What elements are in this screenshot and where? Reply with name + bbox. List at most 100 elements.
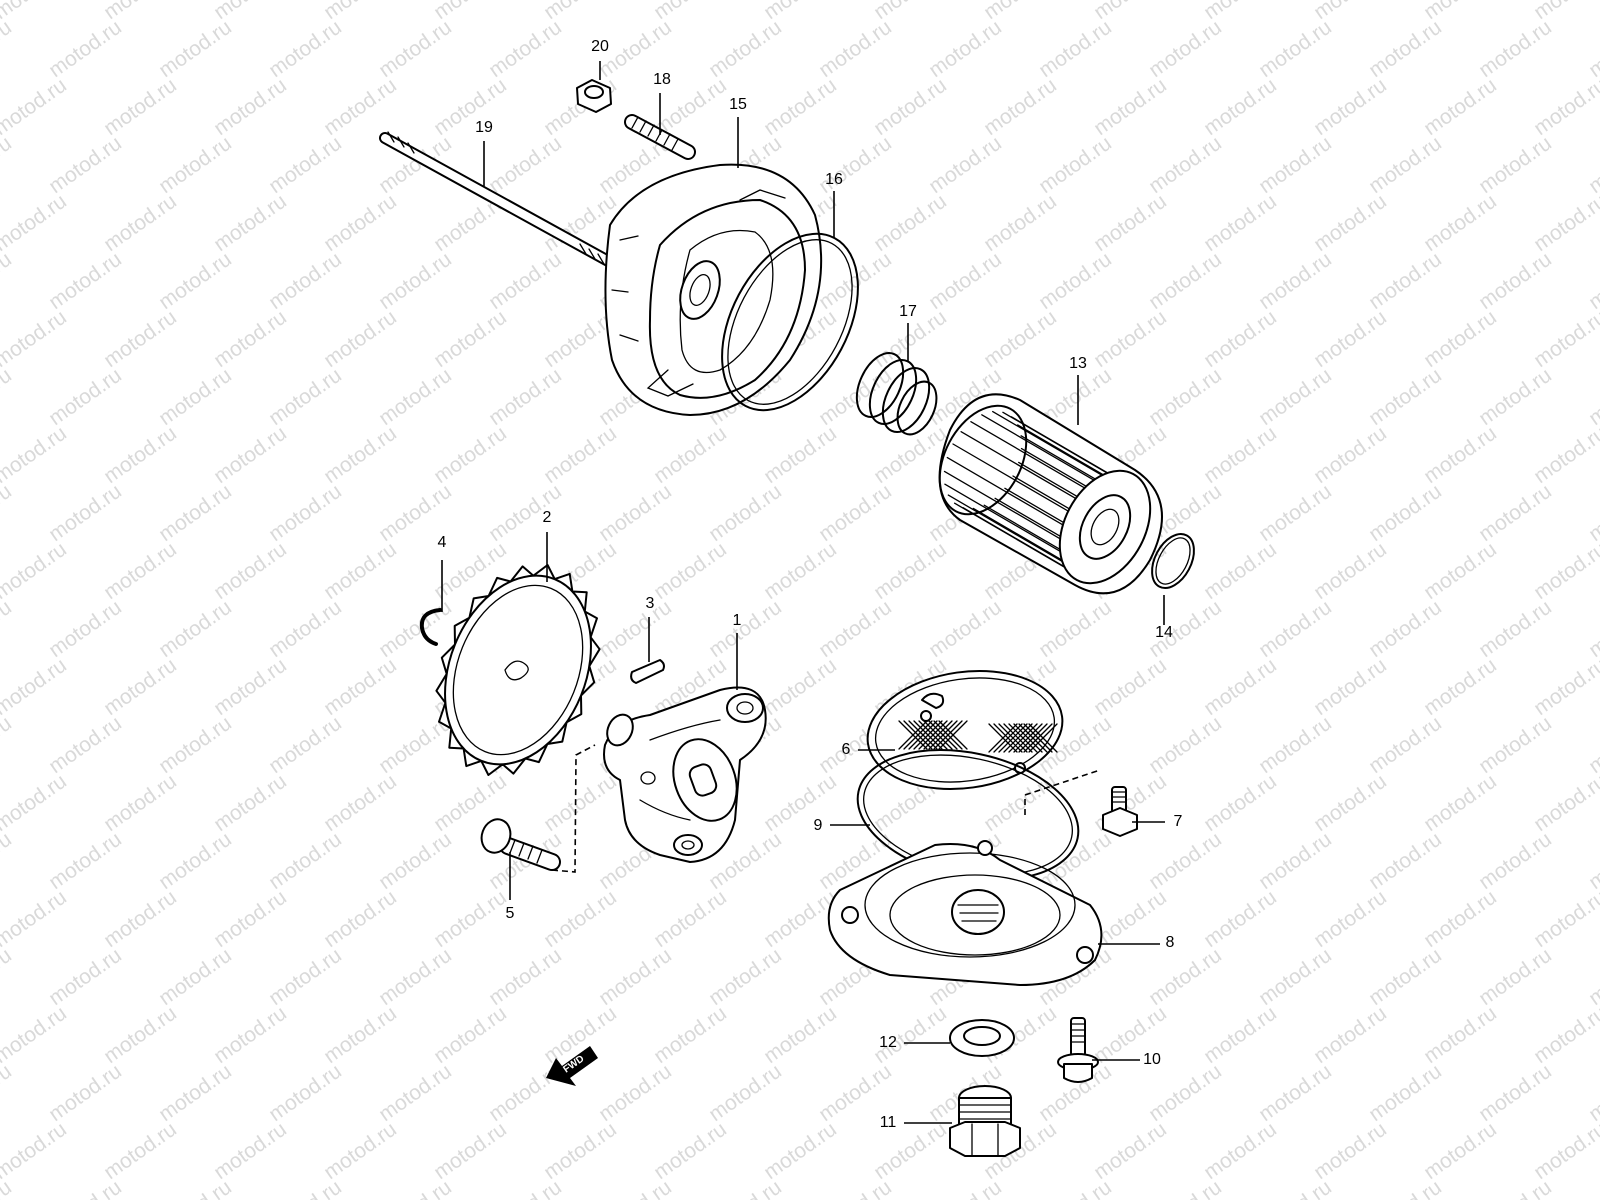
watermark-text: motod.ru [1035,248,1116,314]
watermark-text: motod.ru [430,422,511,488]
watermark-text: motod.ru [1255,1176,1336,1200]
watermark-text: motod.ru [1090,654,1171,720]
watermark-text: motod.ru [100,654,181,720]
watermark-text: motod.ru [485,364,566,430]
watermark-text: motod.ru [540,770,621,836]
watermark-text: motod.ru [595,480,676,546]
watermark-text: motod.ru [0,16,16,82]
watermark-text: motod.ru [1200,886,1281,952]
watermark-text: motod.ru [980,190,1061,256]
watermark-text: motod.ru [1585,16,1600,82]
watermark-text: motod.ru [155,1176,236,1200]
watermark-text: motod.ru [1530,770,1600,836]
watermark-text: motod.ru [1255,364,1336,430]
watermark-text: motod.ru [1585,828,1600,894]
watermark-text: motod.ru [1365,944,1446,1010]
watermark-text: motod.ru [1255,712,1336,778]
part-15-filter-cover [604,163,823,416]
callout-4: 4 [438,534,447,551]
watermark-text: motod.ru [375,1060,456,1126]
watermark-text: motod.ru [705,1176,786,1200]
filter-pleat [970,421,1087,490]
watermark-text: motod.ru [1090,306,1171,372]
watermark-text: motod.ru [815,248,896,314]
watermark-text: motod.ru [155,480,236,546]
watermark-text: motod.ru [210,886,291,952]
watermark-text: motod.ru [1530,1118,1600,1184]
watermark-text: motod.ru [870,538,951,604]
watermark-text: motod.ru [100,1118,181,1184]
watermark-text: motod.ru [320,306,401,372]
filter-pleat [944,483,1061,552]
watermark-text: motod.ru [650,886,731,952]
callout-7: 7 [1174,813,1183,830]
watermark-text: motod.ru [45,596,126,662]
watermark-text: motod.ru [265,712,346,778]
filter-pleat [992,410,1109,480]
watermark-text: motod.ru [210,74,291,140]
watermark-text: motod.ru [925,1176,1006,1200]
mesh-line [898,720,928,750]
watermark-text: motod.ru [1255,1060,1336,1126]
watermark-text: motod.ru [1200,1118,1281,1184]
callout-13: 13 [1069,355,1087,372]
watermark-text: motod.ru [100,886,181,952]
filter-pleat [947,494,1064,563]
watermark-text: motod.ru [210,1002,291,1068]
mesh-line [1008,723,1038,753]
watermark-text: motod.ru [430,1002,511,1068]
watermark-text: motod.ru [100,422,181,488]
watermark-text: motod.ru [0,886,71,952]
watermark-text: motod.ru [1365,248,1446,314]
mesh-line [908,720,938,750]
watermark-text: motod.ru [540,422,621,488]
watermark-text: motod.ru [1530,1002,1600,1068]
leader-lines [441,61,1165,1124]
part-17-spring [855,352,938,436]
watermark-text: motod.ru [1090,74,1171,140]
watermark-text: motod.ru [265,364,346,430]
watermark-text: motod.ru [0,480,16,546]
watermark-text: motod.ru [375,828,456,894]
watermark-text: motod.ru [0,1060,16,1126]
watermark-text: motod.ru [1420,538,1501,604]
watermark-text: motod.ru [1420,190,1501,256]
watermark-text: motod.ru [760,654,841,720]
watermark-text: motod.ru [375,1176,456,1200]
part-19-long-stud [379,131,616,268]
part-6-oil-strainer [866,669,1064,791]
part-13-oil-filter [938,393,1163,595]
watermark-text: motod.ru [1475,480,1556,546]
callout-17: 17 [899,303,917,320]
watermark-text: motod.ru [595,596,676,662]
filter-pleat [953,502,1071,571]
callout-11: 11 [880,1114,897,1131]
watermark-text: motod.ru [540,886,621,952]
watermark-text: motod.ru [485,248,566,314]
watermark-text: motod.ru [430,1118,511,1184]
watermark-text: motod.ru [45,132,126,198]
watermark-text: motod.ru [760,1118,841,1184]
watermark-text: motod.ru [485,1176,566,1200]
watermark-text: motod.ru [1475,712,1556,778]
watermark-text: motod.ru [485,480,566,546]
watermark-text: motod.ru [1090,190,1171,256]
callout-2: 2 [543,509,552,526]
callout-labels: 20 18 15 19 16 17 13 14 4 2 3 1 5 6 9 7 … [438,38,1183,1131]
part-20-nut [576,79,612,113]
watermark-text: motod.ru [1420,422,1501,488]
watermark-text: motod.ru [925,16,1006,82]
part-18-stud [624,114,696,160]
watermark-text: motod.ru [760,74,841,140]
watermark-text: motod.ru [155,712,236,778]
watermark-text: motod.ru [320,1002,401,1068]
part-1-oil-pump [603,686,767,863]
watermark-text: motod.ru [320,538,401,604]
part-10-flange-bolt [1057,1017,1099,1083]
part-3-pin [630,659,665,684]
callout-10: 10 [1143,1051,1161,1068]
watermark-text: motod.ru [1310,654,1391,720]
mesh-line [918,720,948,750]
watermark-text: motod.ru [0,190,71,256]
